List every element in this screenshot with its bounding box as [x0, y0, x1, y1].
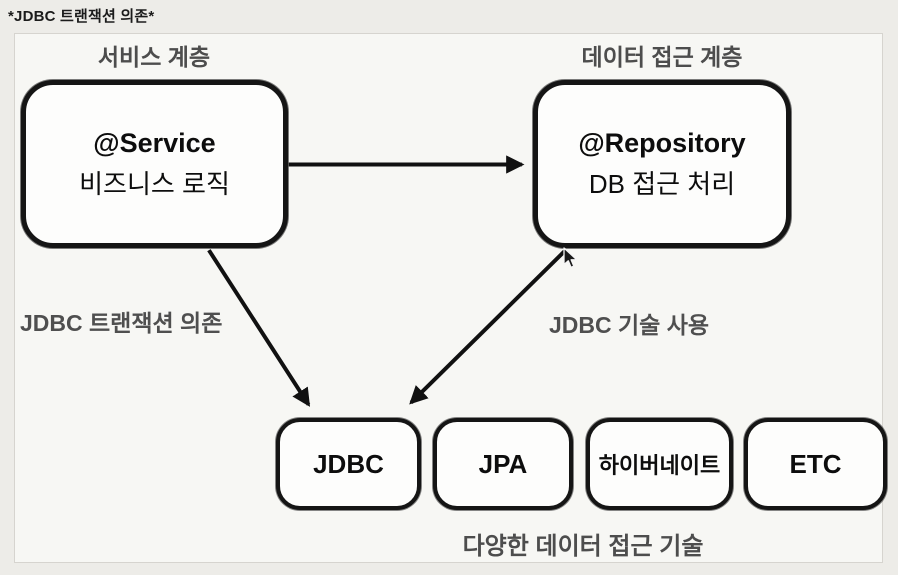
service-node-description: 비즈니스 로직	[79, 168, 230, 199]
tech-node-hibernate: 하이버네이트	[586, 418, 733, 510]
repository-node: @Repository DB 접근 처리	[533, 80, 791, 248]
arrow-service-to-jdbc	[207, 249, 311, 407]
tech-node-jdbc: JDBC	[276, 418, 421, 510]
diagram-canvas: 서비스 계층 데이터 접근 계층 @Service 비즈니스 로직 @Repos…	[14, 33, 887, 563]
tech-node-etc: ETC	[744, 418, 887, 510]
service-layer-label: 서비스 계층	[97, 44, 211, 70]
service-node-annotation: @Service	[93, 127, 216, 158]
arrow-repository-to-jdbc	[409, 249, 566, 405]
technologies-caption: 다양한 데이터 접근 기술	[462, 533, 704, 560]
data-access-layer-label: 데이터 접근 계층	[581, 44, 743, 70]
repository-node-annotation: @Repository	[578, 127, 746, 158]
service-node: @Service 비즈니스 로직	[21, 80, 288, 248]
tech-node-jpa: JPA	[433, 418, 573, 510]
repository-node-description: DB 접근 처리	[588, 168, 736, 199]
page-title: *JDBC 트랜잭션 의존*	[8, 8, 155, 25]
jdbc-transaction-dependency-label: JDBC 트랜잭션 의존	[20, 310, 223, 336]
mouse-cursor-icon	[563, 247, 578, 268]
jdbc-technology-usage-label: JDBC 기술 사용	[549, 312, 710, 338]
